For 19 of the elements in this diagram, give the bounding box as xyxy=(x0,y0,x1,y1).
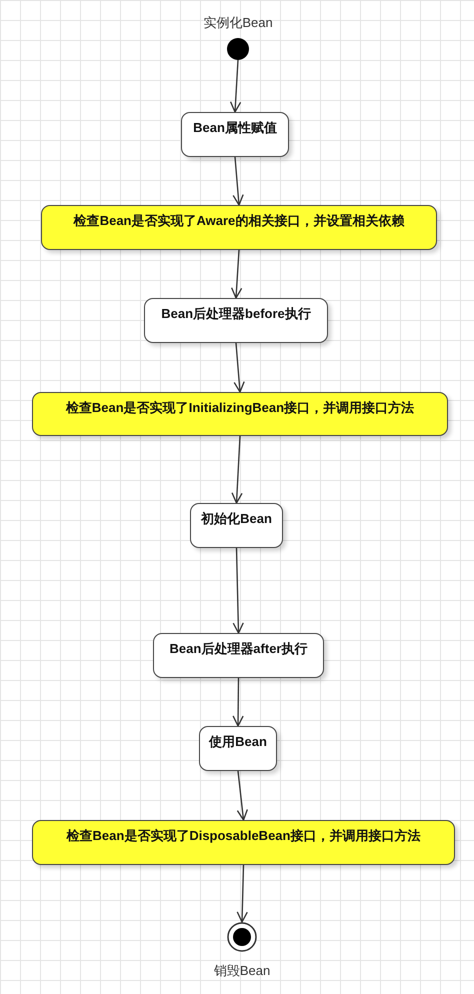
arrow xyxy=(232,548,244,634)
activity-box: Bean后处理器before执行 xyxy=(144,298,328,343)
state-label: 实例化Bean xyxy=(202,14,274,32)
arrow xyxy=(230,250,242,299)
arrow xyxy=(231,436,243,504)
activity-box: 检查Bean是否实现了Aware的相关接口，并设置相关依赖 xyxy=(41,205,437,250)
activity-box: 检查Bean是否实现了DisposableBean接口，并调用接口方法 xyxy=(32,820,455,865)
state-label: 销毁Bean xyxy=(212,962,272,980)
arrow xyxy=(234,342,245,393)
arrow xyxy=(236,864,248,923)
arrow xyxy=(232,678,244,727)
arrow xyxy=(232,156,244,206)
activity-box: 初始化Bean xyxy=(190,503,283,548)
activity-box: Bean属性赋值 xyxy=(181,112,289,157)
activity-box: 检查Bean是否实现了InitializingBean接口，并调用接口方法 xyxy=(32,392,448,436)
arrow xyxy=(236,770,248,821)
activity-box: 使用Bean xyxy=(199,726,277,771)
arrow xyxy=(230,60,242,113)
activity-box: Bean后处理器after执行 xyxy=(153,633,324,678)
